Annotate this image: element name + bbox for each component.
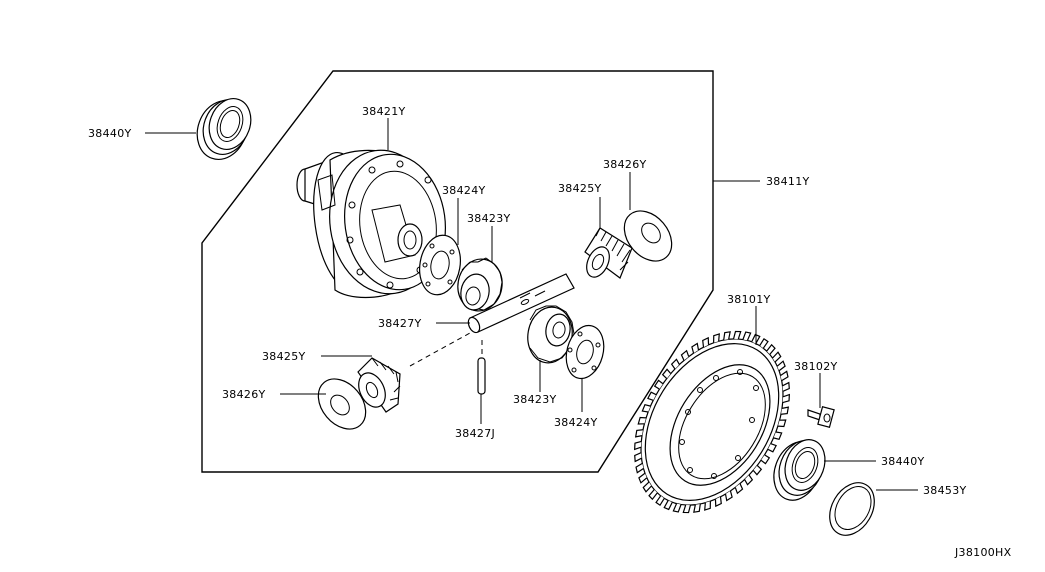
- label-bolt: 38102Y: [794, 360, 838, 373]
- bearing-bottom[interactable]: [766, 434, 832, 507]
- label-side-gear-upper: 38423Y: [467, 212, 511, 225]
- label-washer-upper-right: 38426Y: [603, 158, 647, 171]
- label-pinion-gear-lower-left: 38425Y: [262, 350, 306, 363]
- ring-gear-tooth: [742, 331, 752, 341]
- ring-gear-tooth: [760, 454, 771, 465]
- ring-gear-tooth: [653, 379, 664, 390]
- ring-gear-tooth: [724, 490, 733, 502]
- ring-gear-tooth: [670, 358, 680, 370]
- washer-lower-left[interactable]: [309, 370, 376, 439]
- seal[interactable]: [821, 475, 884, 543]
- label-case: 38421Y: [362, 105, 406, 118]
- ring-gear-tooth: [633, 440, 642, 451]
- ring-gear-tooth: [693, 503, 701, 513]
- thrust-washer-upper[interactable]: [415, 232, 465, 298]
- bolt[interactable]: [807, 406, 835, 428]
- ring-gear-tooth: [680, 349, 690, 361]
- ring-gear-tooth: [723, 331, 731, 341]
- ring-gear-tooth: [776, 360, 786, 372]
- label-thrust-washer-upper: 38424Y: [442, 184, 486, 197]
- ring-gear-tooth: [682, 504, 692, 514]
- ring-gear-tooth: [635, 462, 644, 474]
- ring-gear-tooth: [663, 500, 673, 511]
- side-gear-lower[interactable]: [523, 304, 576, 367]
- label-thrust-washer-lower: 38424Y: [554, 416, 598, 429]
- ring-gear-tooth: [772, 351, 782, 363]
- label-bearing-bottom: 38440Y: [881, 455, 925, 468]
- ring-gear-tooth: [780, 406, 790, 415]
- ring-gear-tooth: [782, 381, 790, 392]
- label-lock-pin: 38427J: [455, 427, 495, 440]
- pinion-gear-upper-right[interactable]: [582, 227, 633, 281]
- washer-upper-right[interactable]: [615, 202, 682, 271]
- differential-case[interactable]: [296, 143, 454, 301]
- ring-gear-tooth: [759, 337, 769, 349]
- label-side-gear-lower: 38423Y: [513, 393, 557, 406]
- ring-gear-tooth: [752, 464, 763, 476]
- label-ring-gear: 38101Y: [727, 293, 771, 306]
- side-gear-upper[interactable]: [454, 256, 506, 315]
- ring-gear-tooth: [780, 370, 789, 382]
- ring-gear-tooth: [647, 391, 657, 401]
- ring-gear-tooth: [773, 431, 783, 441]
- label-seal: 38453Y: [923, 484, 967, 497]
- ring-gear-tooth: [766, 343, 776, 355]
- ring-gear-tooth: [704, 501, 711, 511]
- label-washer-lower-left: 38426Y: [222, 388, 266, 401]
- ring-gear-tooth: [782, 393, 791, 404]
- ring-gear-tooth: [641, 403, 651, 413]
- ring-gear-tooth: [642, 481, 652, 493]
- pinion-gear-lower-left[interactable]: [354, 357, 401, 413]
- diagram-code: J38100HX: [954, 546, 1012, 559]
- ring-gear-tooth: [691, 342, 700, 354]
- ring-gear-tooth: [648, 489, 658, 501]
- ring-gear-tooth: [713, 333, 720, 343]
- ring-gear-tooth: [777, 419, 787, 428]
- ring-gear-tooth: [744, 474, 754, 486]
- ring-gear-tooth: [767, 443, 777, 453]
- ring-gear-tooth: [655, 495, 665, 507]
- ring-gear-tooth: [634, 452, 642, 463]
- ring-gear[interactable]: [612, 313, 813, 531]
- ring-gear-tooth: [672, 503, 682, 513]
- ring-gear-tooth: [637, 416, 647, 425]
- ring-gear-tooth: [734, 483, 744, 495]
- ring-gear-tooth: [732, 330, 742, 340]
- ring-gear-tooth: [634, 429, 644, 438]
- label-bearing-top: 38440Y: [88, 127, 132, 140]
- ring-gear-tooth: [661, 368, 672, 380]
- ring-gear-tooth: [714, 496, 722, 508]
- ring-gear-tooth: [638, 472, 648, 484]
- pinion-shaft[interactable]: [466, 273, 575, 334]
- thrust-washer-lower[interactable]: [561, 321, 610, 382]
- label-pinion-gear-upper-right: 38425Y: [558, 182, 602, 195]
- label-pinion-shaft: 38427Y: [378, 317, 422, 330]
- lock-pin[interactable]: [477, 357, 486, 395]
- assembly-frame: [201, 70, 714, 473]
- bearing-top[interactable]: [189, 93, 257, 167]
- ring-gear-tooth: [702, 336, 710, 348]
- label-assembly: 38411Y: [766, 175, 810, 188]
